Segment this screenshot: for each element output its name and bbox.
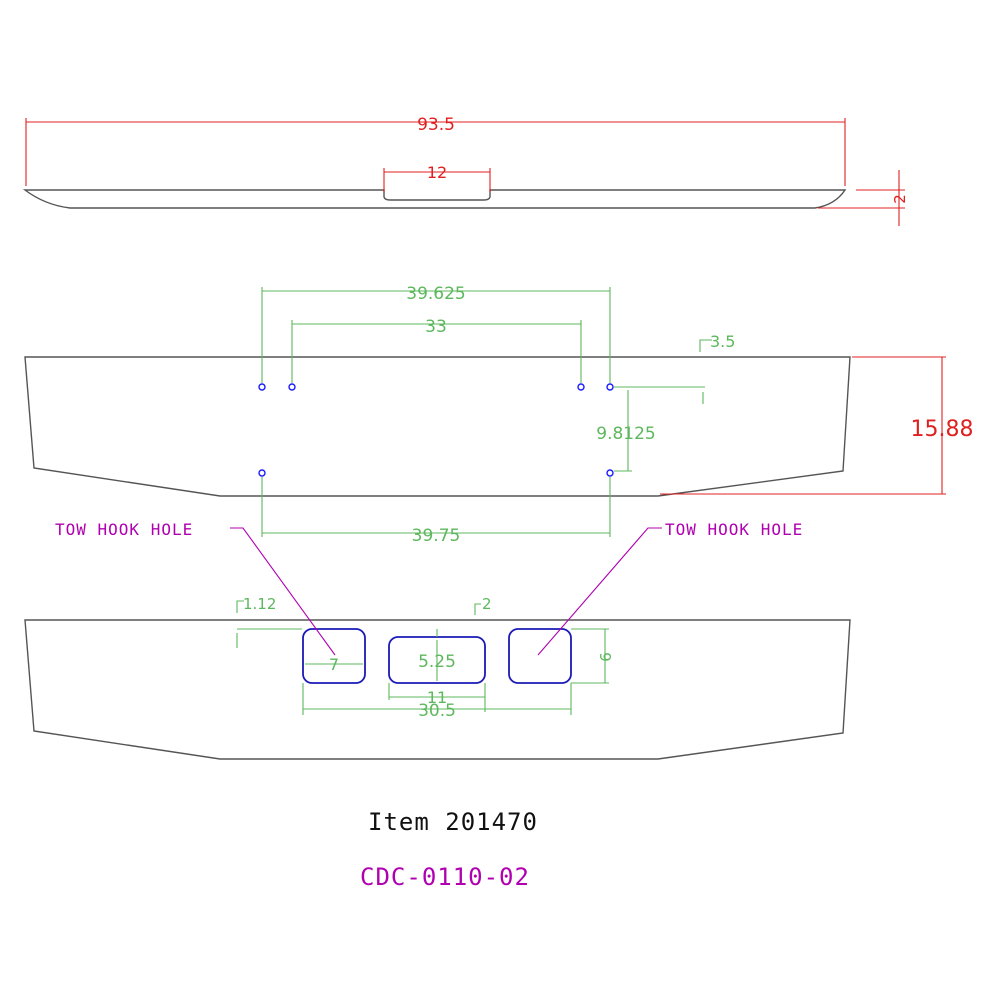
edge-offset-label: 1.12 [243,595,276,613]
top-offset2-label: 2 [482,595,492,613]
tow-hook-leader-right [537,527,662,656]
slot-width-label: 7 [329,655,339,674]
end-drop-label: 2 [891,194,909,204]
mount-hole-upper-inner-left [288,383,296,391]
mount-hole-lower-left [258,469,266,477]
notch-width-label: 12 [427,163,447,182]
top-view: 93.5 12 2 [22,115,909,226]
tow-hook-leader-left [230,527,336,656]
item-number: Item 201470 [368,808,538,836]
edge-offset-leader [236,600,244,613]
tow-hook-view: TOW HOOK HOLE TOW HOOK HOLE 1.12 2 7 5.2… [24,520,851,760]
outer-spacing-label: 39.625 [406,284,465,304]
lower-spacing-label: 39.75 [412,526,461,546]
tow-hook-callout-left: TOW HOOK HOLE [55,520,193,539]
top-view-outline [22,189,847,209]
tow-hook-callout-right: TOW HOOK HOLE [665,520,803,539]
tow-hook-slot-right [508,628,572,684]
center-slot-inner-label: 5.25 [418,652,456,672]
vertical-spacing-label: 9.8125 [596,424,655,444]
center-slot-width-label: 11 [427,688,447,707]
top-offset-label: 3.5 [710,332,735,351]
slot-height-label: 6 [597,652,615,662]
title-block: Item 201470 CDC-0110-02 [360,808,538,891]
mount-hole-upper-outer-right [606,383,614,391]
mount-hole-upper-outer-left [258,383,266,391]
inner-spacing-label: 33 [425,317,447,337]
front-view: 39.625 33 3.5 9.8125 39.75 15.88 [24,284,974,546]
mount-hole-lower-right [606,469,614,477]
drawing-code: CDC-0110-02 [360,863,530,891]
mount-hole-upper-inner-right [577,383,585,391]
top-offset-leader-top [699,339,712,352]
front-view-outline [24,356,851,497]
height-label: 15.88 [911,417,974,442]
overall-span-label: 30.5 [418,701,456,721]
tow-hook-slot-left [302,628,366,684]
top-offset2-leader [474,603,481,615]
tow-hook-view-outline [24,619,851,760]
overall-length-label: 93.5 [417,115,455,135]
